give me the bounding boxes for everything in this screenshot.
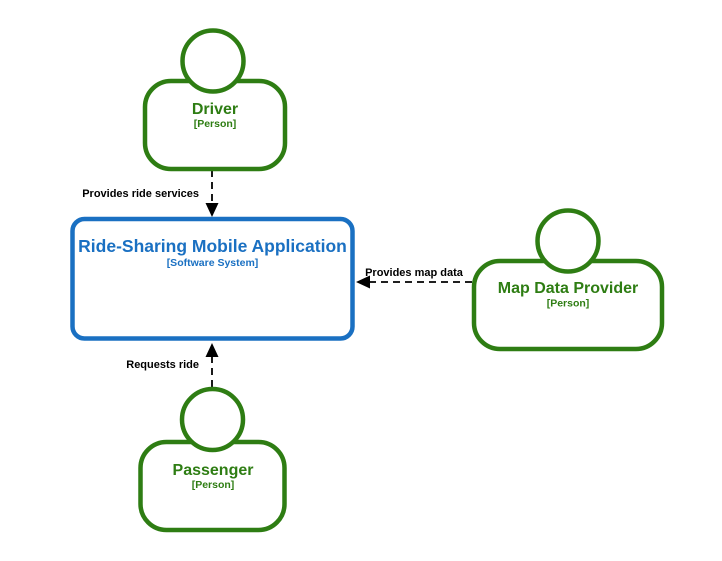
app-stereotype: [Software System]	[167, 257, 259, 269]
edge-driver-to-app: Provides ride services	[82, 170, 219, 217]
edge-passenger-arrowhead-icon	[205, 343, 219, 357]
provider-stereotype: [Person]	[547, 298, 590, 310]
node-passenger: Passenger [Person]	[138, 386, 287, 533]
driver-stereotype: [Person]	[194, 118, 237, 130]
node-driver: Driver [Person]	[142, 28, 288, 172]
edge-driver-arrowhead-icon	[205, 203, 219, 217]
edge-provider-to-app: Provides map data	[356, 267, 472, 289]
passenger-title: Passenger	[173, 462, 254, 479]
provider-head-icon	[535, 208, 601, 274]
edge-provider-arrowhead-icon	[356, 275, 370, 289]
node-map-data-provider: Map Data Provider [Person]	[471, 208, 665, 352]
provider-title: Map Data Provider	[498, 280, 638, 297]
edge-label-requests-ride: Requests ride	[126, 359, 199, 371]
passenger-stereotype: [Person]	[192, 479, 235, 491]
edge-passenger-to-app: Requests ride	[126, 343, 219, 387]
app-title: Ride-Sharing Mobile Application	[78, 236, 347, 256]
node-ride-sharing-app: Ride-Sharing Mobile Application [Softwar…	[70, 216, 355, 341]
driver-title: Driver	[192, 101, 238, 118]
driver-head-icon	[180, 28, 246, 94]
passenger-head-icon	[179, 386, 246, 453]
edge-label-provides-map-data: Provides map data	[365, 267, 464, 279]
edge-label-provides-ride-services: Provides ride services	[82, 188, 199, 200]
app-box-shape	[70, 216, 355, 341]
